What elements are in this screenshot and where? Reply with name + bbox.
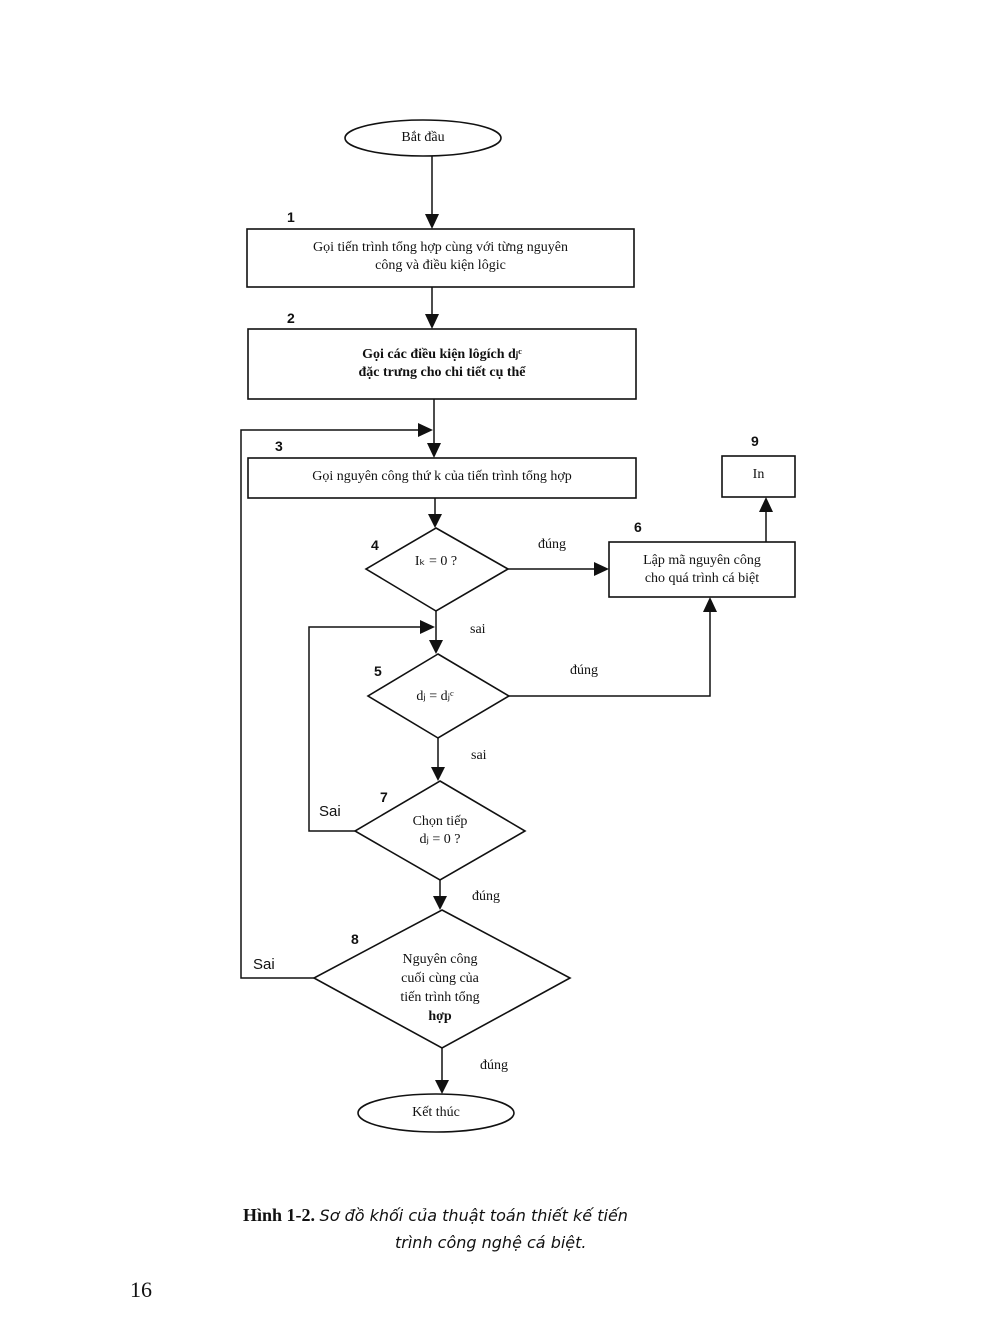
step-6-box: [608, 541, 796, 598]
step-6-line-2: cho quá trình cá biệt: [644, 571, 760, 586]
step-3-text: Gọi nguyên công thứ k của tiến trình tổn…: [312, 469, 572, 484]
step-7-text: Chọn tiếp dⱼ = 0 ?: [380, 813, 500, 849]
end-terminal: [357, 1093, 515, 1133]
caption-text-line-1: Sơ đồ khối của thuật toán thiết kế tiến: [319, 1206, 628, 1225]
step-9-text: In: [752, 467, 765, 482]
start-label: Bắt đầu: [401, 130, 445, 145]
step-8-line-3: tiến trình tổng: [400, 990, 480, 1005]
step-5-text: dⱼ = dⱼᶜ: [416, 689, 454, 704]
edge-label-8-yes: đúng: [480, 1058, 508, 1073]
edge-label-4-yes: đúng: [538, 537, 566, 552]
step-2-line-1: Gọi các điều kiện lôgích dⱼᶜ: [362, 347, 522, 362]
edge-label-8-no: Sai: [253, 956, 275, 973]
step-8-line-4: hợp: [428, 1009, 452, 1024]
step-7-number: 7: [380, 789, 388, 805]
step-2-text: Gọi các điều kiện lôgích dⱼᶜ đặc trưng c…: [248, 346, 636, 382]
end-label: Kết thúc: [412, 1105, 460, 1120]
step-1-text: Gọi tiến trình tổng hợp cùng với từng ng…: [247, 239, 634, 275]
step-8-number: 8: [351, 931, 359, 947]
connectors: [240, 156, 773, 1094]
edge-label-4-no: sai: [470, 622, 486, 637]
step-4-number: 4: [371, 537, 379, 553]
edge-label-5-yes: đúng: [570, 663, 598, 678]
step-2-number: 2: [287, 310, 295, 326]
step-6-number: 6: [634, 519, 642, 535]
step-1-line-2: công và điều kiện lôgic: [375, 258, 506, 273]
start-terminal: [344, 119, 502, 157]
edge-label-7-no: Sai: [319, 803, 341, 820]
step-6-line-1: Lập mã nguyên công: [643, 553, 761, 568]
step-3-box: [247, 457, 637, 499]
step-8-text: Nguyên công cuối cùng của tiến trình tổn…: [380, 950, 500, 1026]
step-1-number: 1: [287, 209, 295, 225]
step-8-line-2: cuối cùng của: [401, 971, 479, 986]
step-8-line-1: Nguyên công: [402, 952, 478, 967]
step-1-line-1: Gọi tiến trình tổng hợp cùng với từng ng…: [313, 240, 568, 255]
step-1-box: [246, 228, 635, 288]
step-2-line-2: đặc trưng cho chi tiết cụ thể: [358, 365, 526, 380]
edge-label-5-no: sai: [471, 748, 487, 763]
step-4-text: Iₖ = 0 ?: [414, 554, 458, 569]
edge-label-7-yes: đúng: [472, 889, 500, 904]
figure-caption: Hình 1-2. Sơ đồ khối của thuật toán thiế…: [243, 1202, 628, 1256]
page-number: 16: [130, 1277, 152, 1302]
step-5-number: 5: [374, 663, 382, 679]
step-7-line-1: Chọn tiếp: [412, 814, 468, 829]
caption-text-line-2: trình công nghệ cá biệt.: [395, 1233, 587, 1252]
step-6-text: Lập mã nguyên công cho quá trình cá biệt: [609, 552, 795, 588]
caption-label: Hình 1-2.: [243, 1205, 316, 1225]
step-3-number: 3: [275, 438, 283, 454]
step-2-box: [247, 328, 637, 400]
step-7-line-2: dⱼ = 0 ?: [419, 832, 461, 847]
step-9-number: 9: [751, 433, 759, 449]
step-9-box: [721, 455, 796, 498]
